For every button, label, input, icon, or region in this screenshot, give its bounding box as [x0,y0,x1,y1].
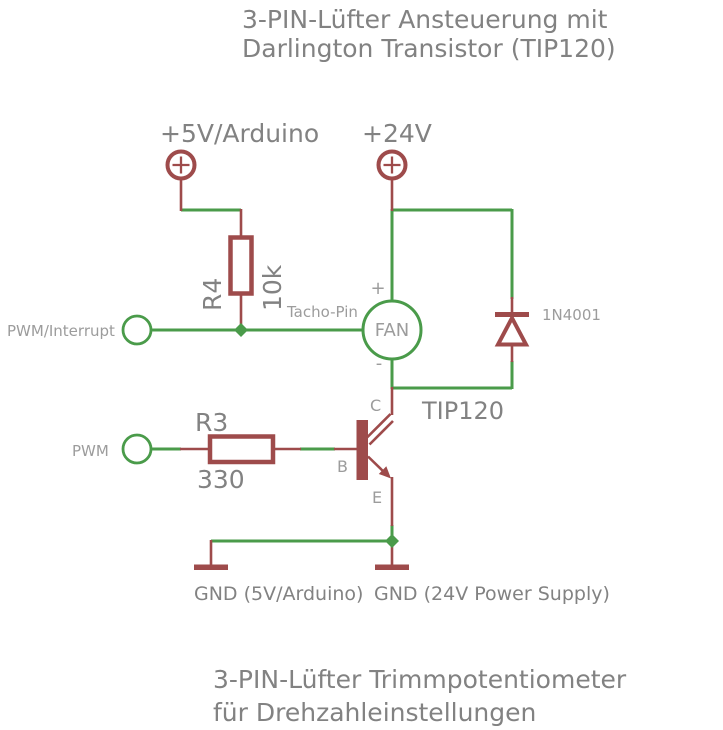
diode-1n4001-symbol [494,312,530,347]
gnd-24v-label: GND (24V Power Supply) [374,583,610,605]
fan-minus-label: - [376,353,383,374]
transistor-collector-line [368,420,394,446]
fan-label: FAN [375,320,409,341]
component-leads [179,179,514,566]
resistor-r3-body [207,434,276,465]
transistor-emitter-arrow-icon [378,466,391,479]
junction-tacho [234,323,248,337]
resistor-r4-body [228,235,254,296]
transistor-emitter-label: E [372,488,382,507]
pwm-label: PWM [72,442,109,460]
junction-ground [385,534,399,548]
r3-value-label: 330 [197,465,245,494]
supply-24v-circle-icon [376,149,408,181]
r3-name-label: R3 [195,408,228,437]
diode-triangle [494,313,530,347]
supply-5v-label: +5V/Arduino [160,119,319,148]
supply-5v-circle-icon [165,149,197,181]
diode-value-label: 1N4001 [542,306,601,324]
title-top-line1: 3-PIN-Lüfter Ansteuerung mit [242,5,608,34]
title-bottom-line1: 3-PIN-Lüfter Trimmpotentiometer [213,665,627,694]
gnd-5v-bar-icon [194,564,228,570]
gnd-24v-bar-icon [375,564,409,570]
pin-pwm [121,433,153,465]
transistor-tip120-symbol [356,413,394,480]
fan-plus-label: + [370,278,385,299]
pin-pwm-interrupt [121,314,153,346]
supply-24v-label: +24V [362,119,432,148]
transistor-base-bar [356,420,368,480]
transistor-collector-line [365,413,392,439]
r4-value-label: 10k [258,264,287,311]
supply-24v-symbol [376,149,408,181]
title-bottom-line2: für Drehzahleinstellungen [213,698,536,727]
transistor-collector-label: C [370,396,381,415]
title-top-line2: Darlington Transistor (TIP120) [242,34,616,63]
gnd-5v-label: GND (5V/Arduino) [194,583,363,605]
transistor-base-label: B [337,457,348,476]
r4-name-label: R4 [198,278,227,311]
transistor-value-label: TIP120 [421,397,504,425]
supply-5v-symbol [165,149,197,181]
fan-symbol [361,299,423,361]
wire-segments [152,208,514,543]
tacho-pin-label: Tacho-Pin [286,303,358,321]
pwm-interrupt-label: PWM/Interrupt [7,322,115,340]
